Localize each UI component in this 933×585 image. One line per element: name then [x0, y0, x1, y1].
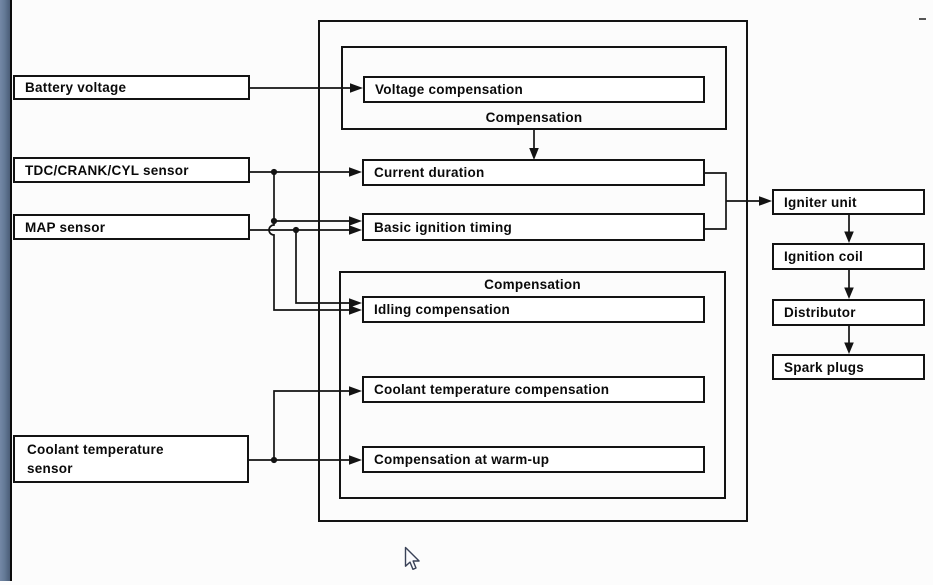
- group-dwell-compensation-label: Compensation: [485, 110, 583, 125]
- node-label: Ignition coil: [784, 249, 863, 264]
- group-timing-compensation-label: Compensation: [484, 277, 581, 292]
- node-map-sensor: MAP sensor: [13, 214, 250, 240]
- node-voltage-compensation: Voltage compensation: [363, 76, 705, 103]
- node-distributor: Distributor: [772, 299, 925, 326]
- node-current-duration: Current duration: [362, 159, 705, 186]
- node-compensation-at-warm-up: Compensation at warm-up: [362, 446, 705, 473]
- node-basic-ignition-timing: Basic ignition timing: [362, 213, 705, 241]
- wire-distributor-to-spark-plugs: [844, 326, 854, 354]
- node-coolant-temperature-sensor: Coolant temperature sensor: [13, 435, 249, 483]
- node-tdc-crank-cyl-sensor: TDC/CRANK/CYL sensor: [13, 157, 250, 183]
- node-label-line2: sensor: [27, 461, 73, 476]
- node-label: Basic ignition timing: [374, 219, 513, 235]
- node-ignition-coil: Ignition coil: [772, 243, 925, 270]
- node-label: Spark plugs: [784, 359, 865, 375]
- node-igniter-unit: Igniter unit: [772, 189, 925, 215]
- wire-ignition-coil-to-distributor: [844, 270, 854, 299]
- mouse-cursor-icon: [404, 546, 420, 570]
- node-idling-compensation: Idling compensation: [362, 296, 705, 323]
- wire-igniter-to-ignition-coil: [844, 215, 854, 243]
- node-label-line1: Coolant temperature: [27, 442, 164, 457]
- node-spark-plugs: Spark plugs: [772, 354, 925, 380]
- node-label: Distributor: [784, 305, 856, 320]
- node-label: Current duration: [374, 165, 485, 180]
- node-label: Coolant temperature compensation: [374, 382, 610, 397]
- node-label: Battery voltage: [25, 80, 127, 95]
- node-coolant-temperature-compensation: Coolant temperature compensation: [362, 376, 705, 403]
- scan-artifact: [919, 18, 926, 20]
- node-label: MAP sensor: [25, 219, 106, 235]
- group-timing-compensation: Compensation: [339, 271, 726, 499]
- node-label: Idling compensation: [374, 302, 511, 317]
- node-label: Igniter unit: [784, 194, 857, 210]
- page-edge-bar: [0, 0, 12, 581]
- node-label: Compensation at warm-up: [374, 452, 550, 467]
- node-label: TDC/CRANK/CYL sensor: [25, 162, 189, 178]
- node-label: Voltage compensation: [375, 82, 524, 97]
- node-battery-voltage: Battery voltage: [13, 75, 250, 100]
